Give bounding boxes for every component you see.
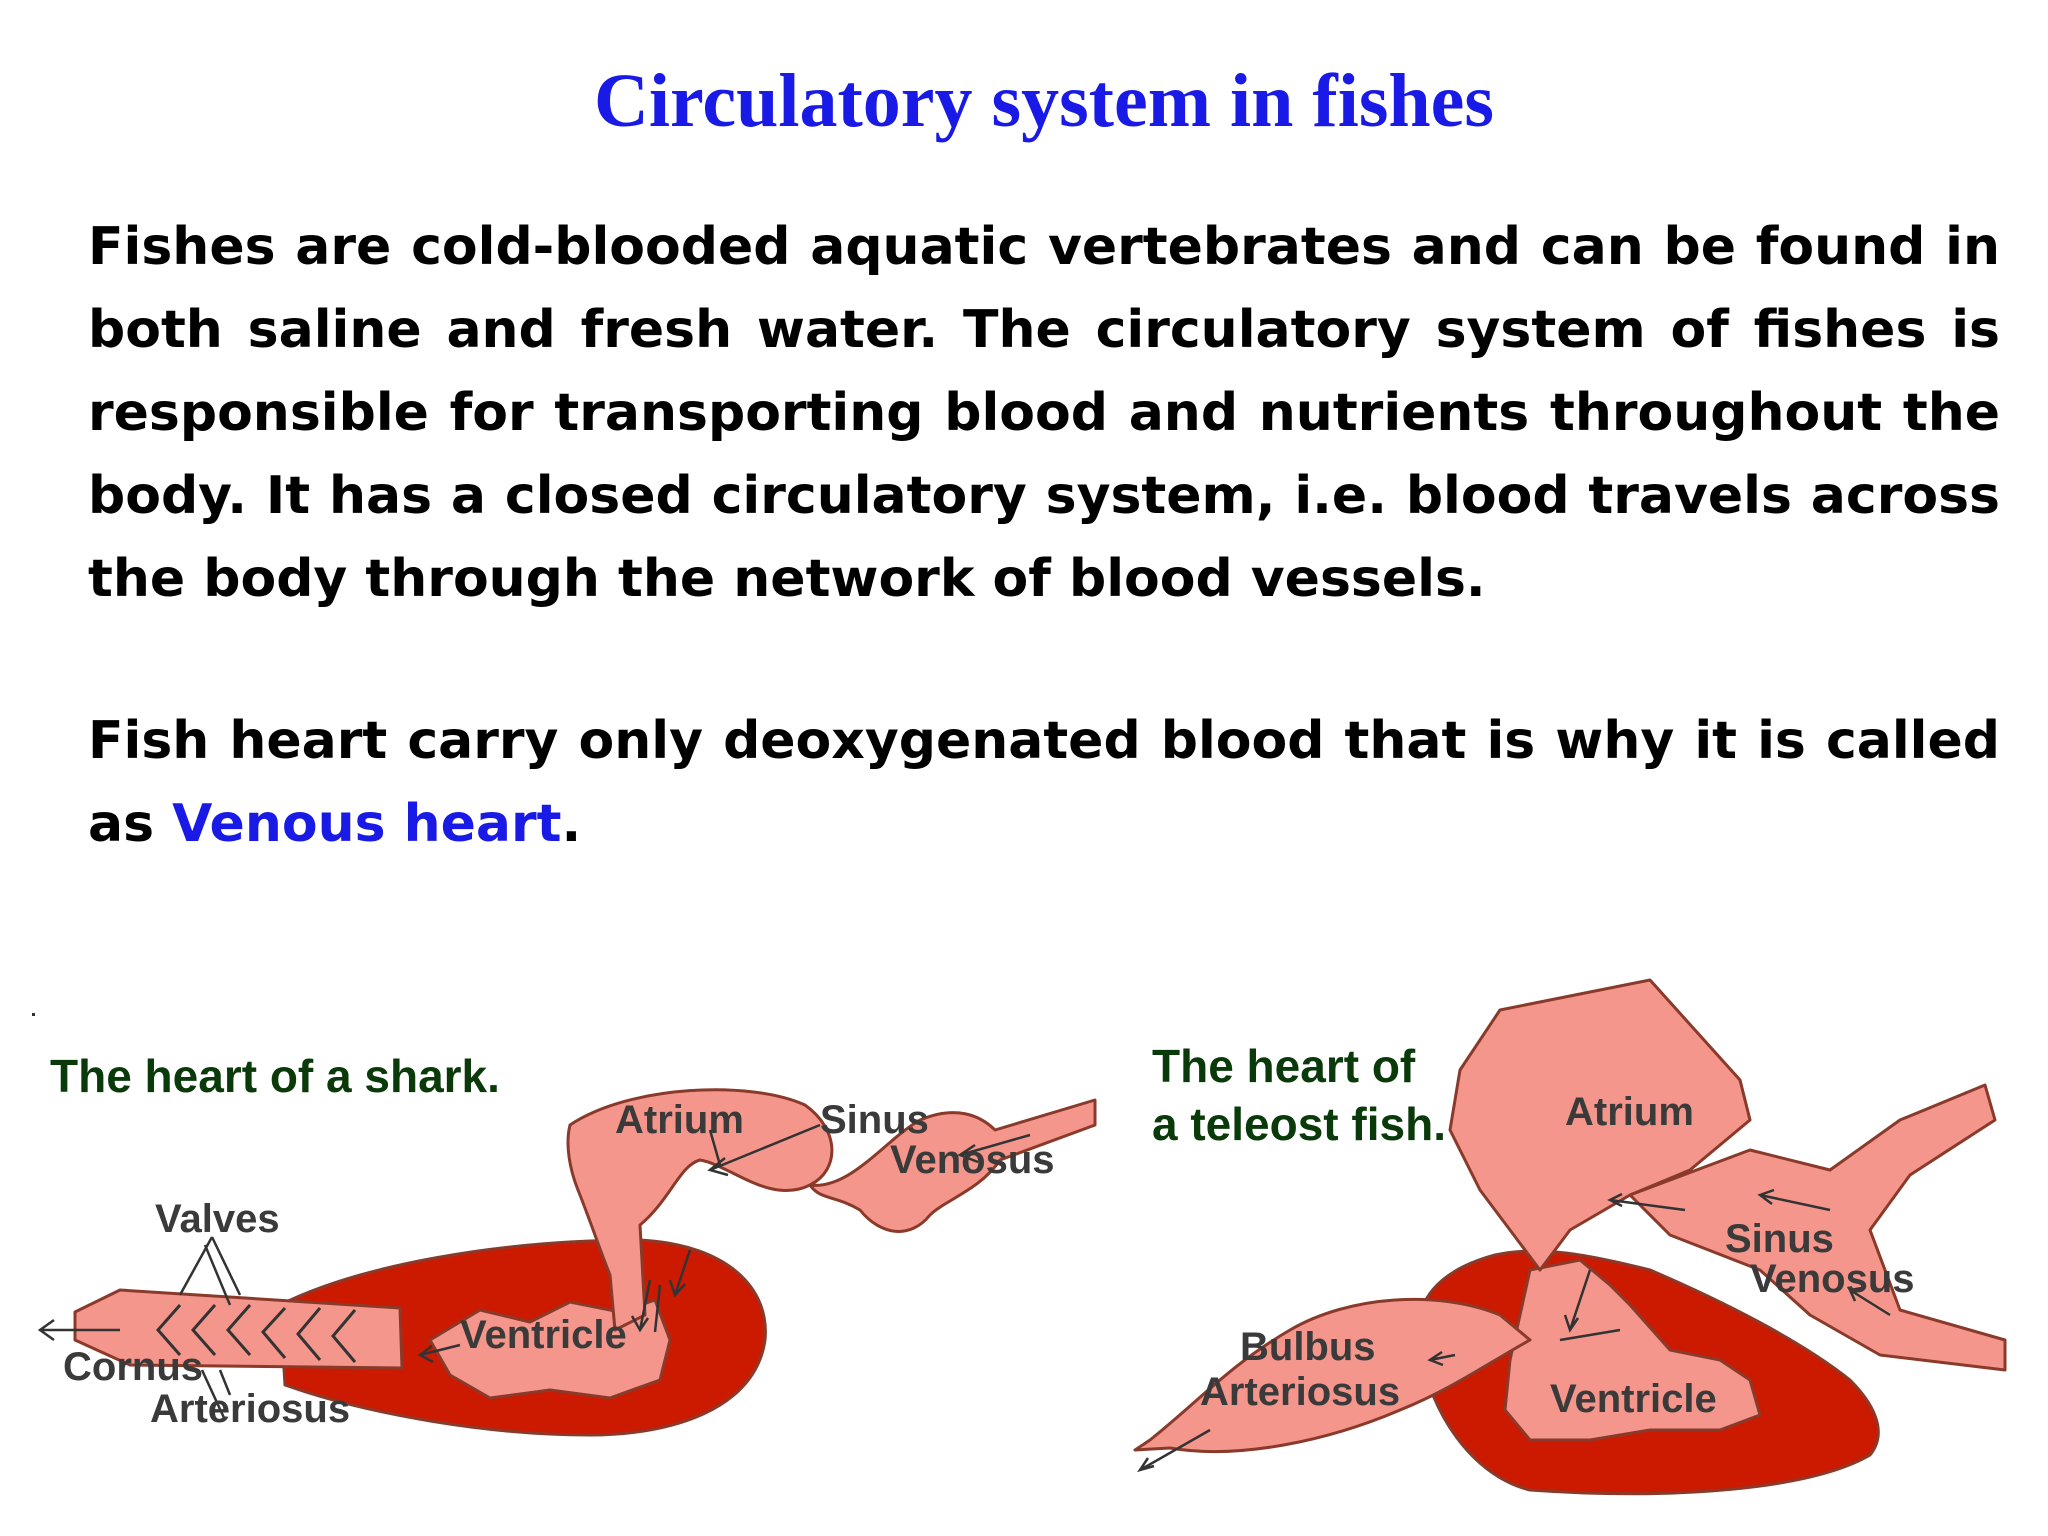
venous-heart-term: Venous heart: [172, 794, 562, 854]
teleost-heading-line1: The heart of: [1152, 1040, 1416, 1092]
shark-valves-label: Valves: [155, 1197, 280, 1241]
teleost-atrium-label: Atrium: [1565, 1090, 1694, 1134]
teleost-venosus-label: Venosus: [1750, 1257, 1915, 1301]
venous-heart-text: Fish heart carry only deoxygenated blood…: [88, 711, 2000, 854]
shark-arteriosus-label: Arteriosus: [150, 1387, 350, 1431]
shark-valves: [156, 1304, 357, 1363]
shark-heading: The heart of a shark.: [50, 1050, 500, 1102]
shark-sinus-label: Sinus: [820, 1098, 929, 1142]
teleost-sinus-venosus: [1628, 1083, 2007, 1372]
teleost-ventricle-inner: [1503, 1258, 1762, 1442]
shark-atrium-label: Atrium: [615, 1098, 744, 1142]
shark-cornus-label: Cornus: [63, 1345, 203, 1389]
teleost-sinus-label: Sinus: [1725, 1217, 1834, 1261]
shark-flow-arrows: [37, 1123, 1031, 1421]
teleost-bulbus-label: Bulbus: [1240, 1325, 1376, 1369]
teleost-bulbus-arteriosus: [1133, 1297, 1532, 1454]
stray-dot: [32, 1013, 35, 1016]
teleost-arteriosus-label: Arteriosus: [1200, 1370, 1400, 1414]
shark-ventricle-inner: [428, 1298, 672, 1400]
teleost-heading-line2: a teleost fish.: [1152, 1098, 1446, 1150]
intro-paragraph: Fishes are cold-blooded aquatic vertebra…: [88, 217, 2000, 609]
shark-sinus-venosus: [808, 1098, 1097, 1233]
slide-title: Circulatory system in fishes: [594, 59, 1494, 143]
shark-heart-diagram: The heart of a shark. Atrium Sinus Venos…: [37, 1050, 1097, 1437]
shark-venosus-label: Venosus: [890, 1138, 1055, 1182]
venous-heart-period: .: [561, 794, 582, 854]
teleost-atrium: [1448, 978, 1752, 1272]
teleost-flow-arrows: [1137, 1188, 1891, 1473]
teleost-ventricle-label: Ventricle: [1550, 1377, 1717, 1421]
teleost-heart-diagram: The heart of a teleost fish. Atrium Sinu…: [1133, 978, 2007, 1496]
shark-ventricle-label: Ventricle: [460, 1313, 627, 1357]
venous-heart-paragraph: Fish heart carry only deoxygenated blood…: [88, 700, 2000, 866]
